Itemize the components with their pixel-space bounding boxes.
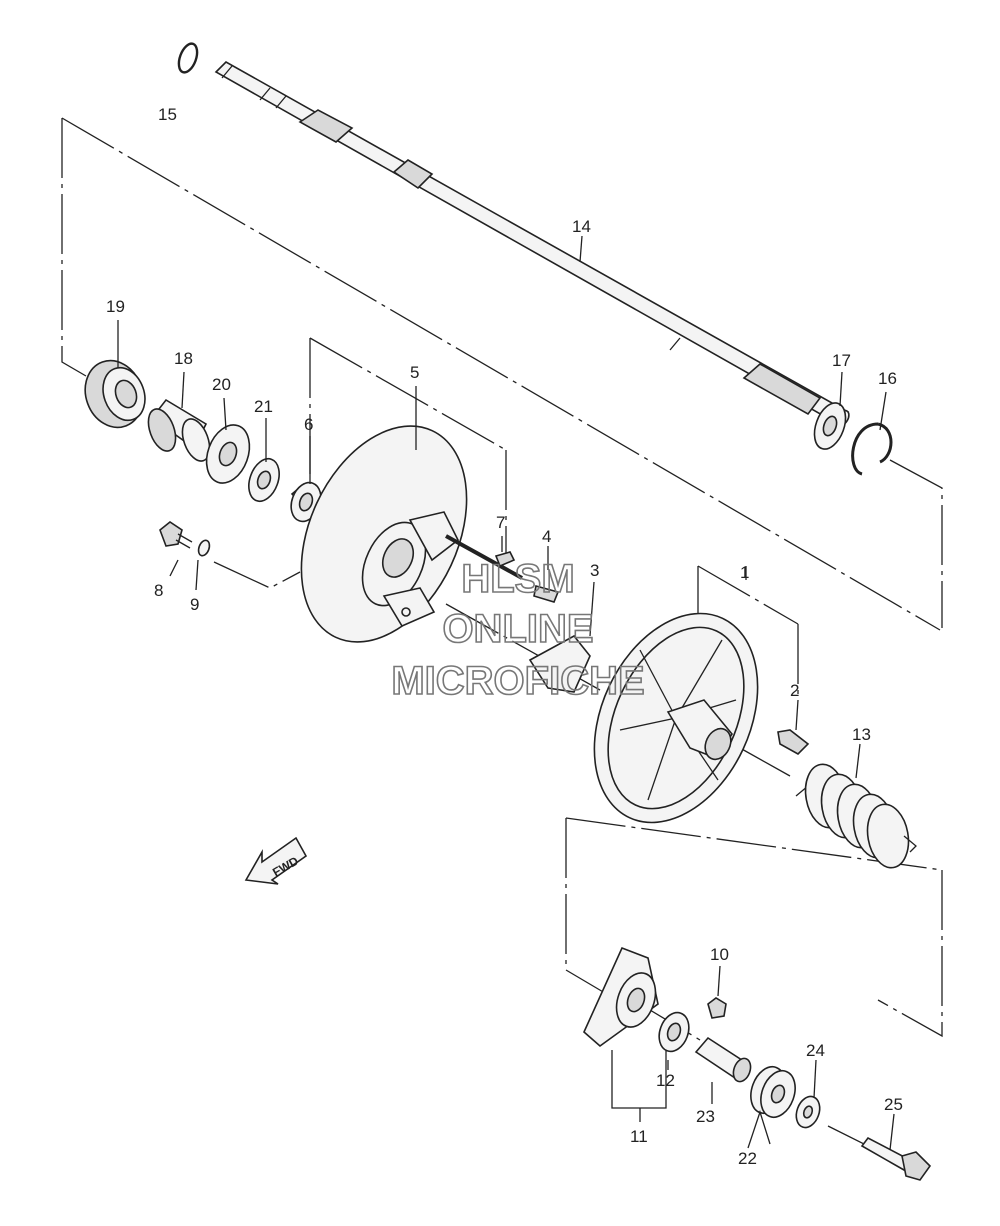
spring-18 [147,398,211,462]
watermark-line1: HLSM [461,557,574,601]
washer-17 [813,402,847,450]
label-18: 18 [174,349,193,368]
cam-11 [583,946,659,1048]
slider-2 [777,729,810,755]
washer-21 [248,457,280,503]
label-9: 9 [190,595,199,614]
label-11: 11 [630,1127,648,1146]
o-ring-15 [177,42,199,74]
label-24: 24 [806,1041,825,1060]
gasket-3 [528,634,591,693]
washer-24 [795,1095,821,1129]
label-12: 12 [656,1071,675,1090]
label-5: 5 [410,363,419,382]
leader-lines [117,235,895,1151]
bolt-25 [860,1136,932,1181]
label-3: 3 [590,561,599,580]
label-10: 10 [710,945,729,964]
label-19: 19 [106,297,125,316]
label-23: 23 [696,1107,715,1126]
washer-20 [205,424,251,484]
castle-nut-19 [84,359,146,429]
label-14: 14 [572,217,591,236]
primary-shaft-14 [214,61,850,427]
label-4: 4 [542,527,551,546]
part-labels: 1 2 3 4 5 6 7 8 9 10 11 12 13 14 15 16 1… [106,105,903,1168]
label-13: 13 [852,725,871,744]
label-21: 21 [254,397,273,416]
label-25: 25 [884,1095,903,1114]
label-7: 7 [496,513,505,532]
label-1: 1 [740,563,749,582]
label-2: 2 [790,681,799,700]
spacer-22 [750,1065,796,1119]
collar-23 [694,1036,752,1083]
label-16: 16 [878,369,897,388]
washer-9 [197,539,211,557]
pin-7 [445,534,523,580]
circlip-16 [851,422,893,476]
label-22: 22 [738,1149,757,1168]
label-20: 20 [212,375,231,394]
watermark-line2: ONLINE [442,607,593,651]
movable-sheave-1 [593,612,759,824]
bushing-12 [658,1011,690,1053]
label-17: 17 [832,351,851,370]
fixed-sheave-5 [300,425,468,643]
label-6: 6 [304,415,313,434]
slider-4 [494,551,560,603]
label-15: 15 [158,105,177,124]
fwd-arrow: FWD [244,836,308,885]
coil-spring-13 [795,763,917,869]
watermark-line3: MICROFICHE [391,659,644,703]
nut-10 [707,997,727,1019]
label-8: 8 [154,581,163,600]
bolt-8 [159,521,193,549]
watermark: HLSM ONLINE MICROFICHE [391,556,646,704]
